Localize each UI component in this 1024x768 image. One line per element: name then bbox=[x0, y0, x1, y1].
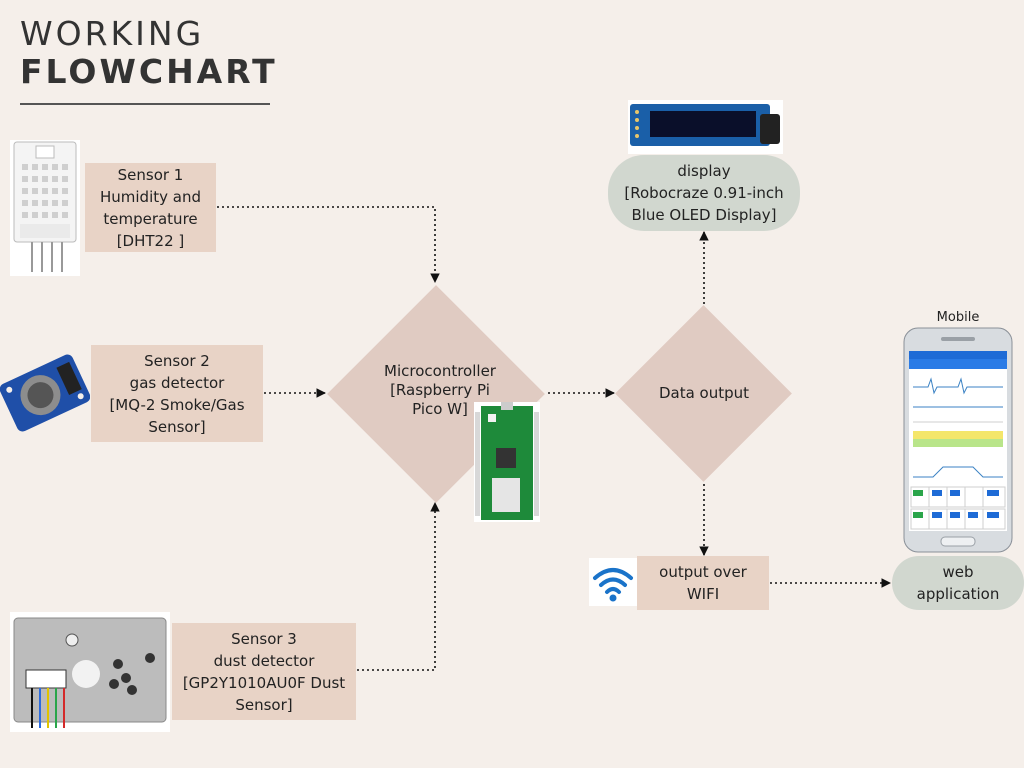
web-application-pill: web application bbox=[892, 556, 1024, 610]
wifi-output-label: output over WIFI bbox=[659, 563, 747, 603]
pico-board-image bbox=[474, 402, 540, 522]
mobile-phone-image bbox=[903, 327, 1013, 553]
title-divider bbox=[20, 103, 270, 105]
dht22-sensor-image bbox=[10, 140, 80, 276]
wifi-output-box: output over WIFI bbox=[637, 556, 769, 610]
sensor-3-label: Sensor 3 dust detector [GP2Y1010AU0F Dus… bbox=[182, 629, 346, 714]
sensor-1-box: Sensor 1 Humidity and temperature [DHT22… bbox=[85, 163, 216, 252]
microcontroller-label: Microcontroller [Raspberry Pi Pico W] bbox=[384, 361, 496, 418]
wifi-icon bbox=[589, 558, 637, 606]
sensor-2-label: Sensor 2 gas detector [MQ-2 Smoke/Gas Se… bbox=[109, 351, 245, 436]
web-application-label: web application bbox=[916, 563, 1000, 603]
display-label: display [Robocraze 0.91-inch Blue OLED D… bbox=[624, 162, 784, 224]
data-output-label: Data output bbox=[658, 383, 750, 402]
sensor-1-label: Sensor 1 Humidity and temperature [DHT22… bbox=[99, 165, 201, 250]
sensor-3-box: Sensor 3 dust detector [GP2Y1010AU0F Dus… bbox=[172, 623, 356, 720]
mq2-sensor-image bbox=[0, 354, 90, 432]
title-line-1: WORKING bbox=[20, 14, 205, 53]
arrow-sensor1-to-mcu bbox=[217, 206, 440, 283]
sensor-2-box: Sensor 2 gas detector [MQ-2 Smoke/Gas Se… bbox=[91, 345, 263, 442]
oled-display-image bbox=[628, 100, 783, 154]
title-line-2: FLOWCHART bbox=[20, 52, 278, 91]
display-pill: display [Robocraze 0.91-inch Blue OLED D… bbox=[608, 155, 800, 231]
mobile-caption: Mobile bbox=[936, 310, 980, 325]
arrow-sensor3-to-mcu bbox=[357, 502, 440, 671]
dust-sensor-image bbox=[10, 612, 170, 732]
